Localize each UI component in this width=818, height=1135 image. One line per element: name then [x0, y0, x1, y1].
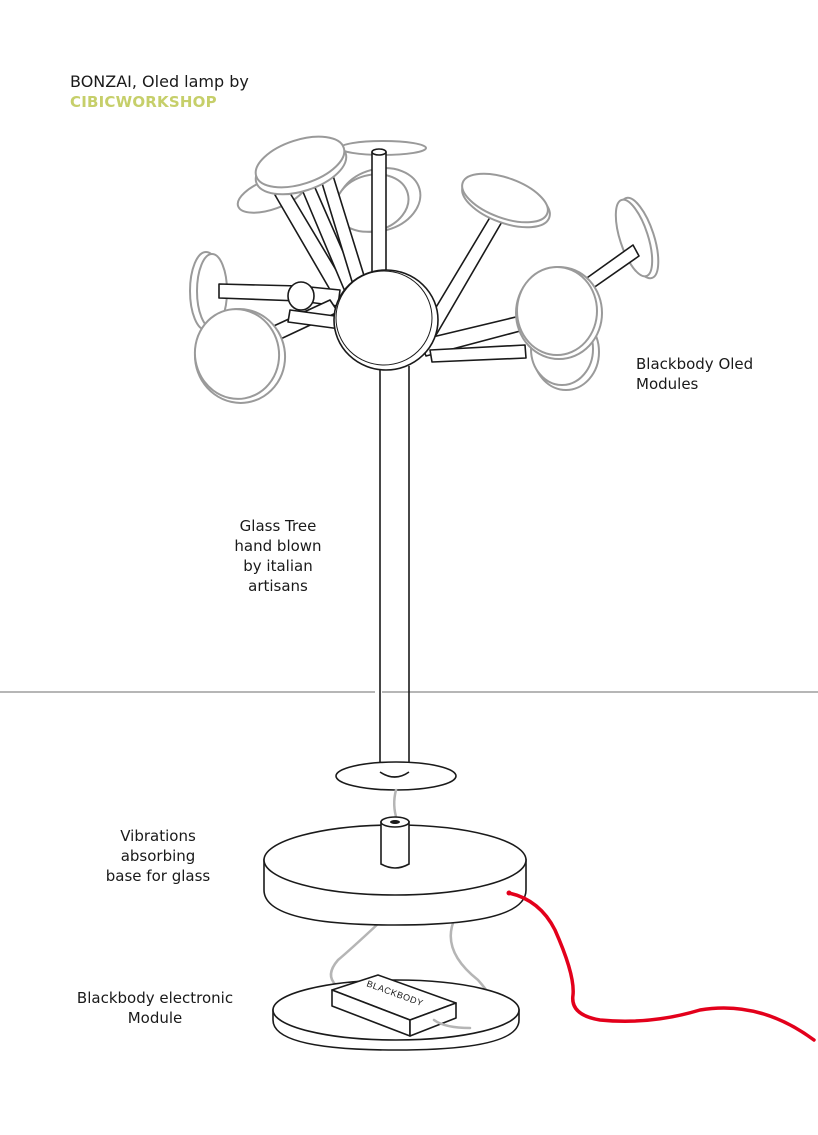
label-line: Blackbody electronic [76, 989, 234, 1007]
glass-tree [218, 148, 640, 791]
oled-disc [614, 196, 660, 280]
label-glass-tree: Glass Tree hand blown by italian artisan… [215, 516, 341, 596]
oled-disc [461, 172, 551, 229]
label-line: absorbing [120, 847, 196, 865]
label-line: Module [127, 1009, 183, 1027]
module-cable-end [432, 1018, 472, 1030]
label-line: by italian [243, 557, 313, 575]
label-line: artisans [248, 577, 308, 595]
oled-disc [254, 135, 348, 196]
power-cable [507, 891, 816, 1042]
label-line: base for glass [105, 867, 211, 885]
oled-modules-front [193, 135, 603, 404]
label-line: Blackbody Oled [636, 355, 754, 373]
label-oled-modules: Blackbody Oled Modules [636, 354, 753, 394]
blackbody-module-box: BLACKBODY [331, 974, 457, 1037]
label-line: Glass Tree [239, 517, 317, 535]
label-base: Vibrations absorbing base for glass [90, 826, 226, 886]
page-title: BONZAI, Oled lamp by [70, 72, 249, 91]
label-electronic-module: Blackbody electronic Module [60, 988, 250, 1028]
vibration-base [263, 816, 527, 926]
oled-disc [193, 308, 287, 404]
oled-disc [515, 266, 603, 360]
label-line: hand blown [234, 537, 322, 555]
label-line: Vibrations [120, 827, 196, 845]
brand-name: CIBICWORKSHOP [70, 93, 217, 111]
label-line: Modules [636, 375, 699, 393]
